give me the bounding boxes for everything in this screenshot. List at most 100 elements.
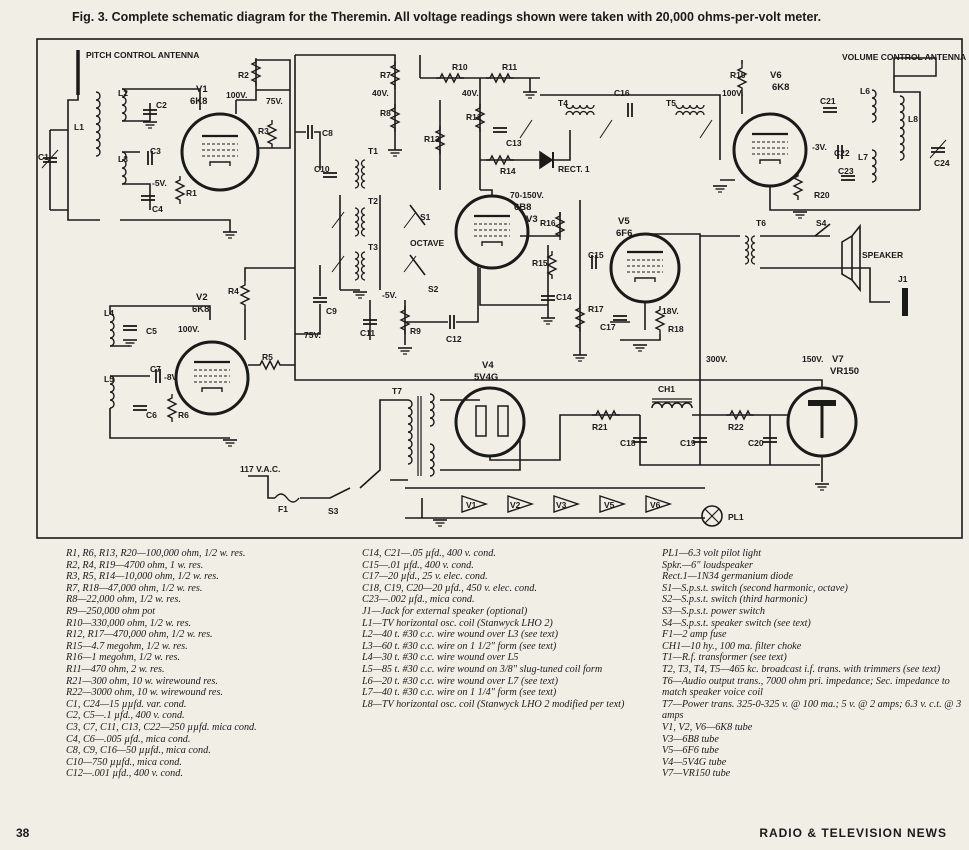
c16-label: C16 — [614, 88, 630, 98]
t3-label: T3 — [368, 242, 378, 252]
c8-label: C8 — [322, 128, 333, 138]
r3-label: R3 — [258, 126, 269, 136]
parts-list-item: C8, C9, C16—50 µµfd., mica cond. — [66, 745, 211, 757]
vac-label: 117 V.A.C. — [240, 464, 280, 474]
fuse-f1 — [274, 493, 300, 503]
parts-list-item: R22—3000 ohm, 10 w. wirewound res. — [66, 687, 223, 699]
v2-name: V2 — [196, 292, 208, 303]
parts-list-item: L7—40 t. #30 c.c. wire on 1 1/4" form (s… — [362, 687, 557, 699]
c10-label: C10 — [314, 164, 330, 174]
parts-list-item: L2—40 t. #30 c.c. wire wound over L3 (se… — [362, 629, 558, 641]
s3-label: S3 — [328, 506, 339, 516]
v40b-label: 40V. — [462, 88, 479, 98]
l8-label: L8 — [908, 114, 918, 124]
v6-tube — [732, 112, 808, 188]
parts-list-item: T1—R.f. transformer (see text) — [662, 652, 787, 664]
l1-label: L1 — [74, 122, 84, 132]
l4-label: L4 — [104, 308, 114, 318]
parts-list-item: C15—.01 µfd., 400 v. cond. — [362, 559, 474, 571]
parts-list-item: T6—Audio output trans., 7000 ohm pri. im… — [662, 675, 950, 699]
pl1-label: PL1 — [728, 512, 744, 522]
c20-label: C20 — [748, 438, 764, 448]
parts-list-item: R1, R6, R13, R20—100,000 ohm, 1/2 w. res… — [66, 548, 246, 559]
r16-label: R16 — [540, 218, 556, 228]
n5b-label: -5V. — [382, 290, 397, 300]
parts-list-item: V1, V2, V6—6K8 tube — [662, 721, 753, 733]
parts-list-item: R7, R18—47,000 ohm, 1/2 w. res. — [66, 582, 203, 594]
c22-label: C22 — [834, 148, 850, 158]
c13-label: C13 — [506, 138, 522, 148]
heater-v2: V2 — [510, 500, 521, 510]
parts-list-item: R11—470 ohm, 2 w. res. — [66, 663, 165, 675]
r19-label: R19 — [730, 70, 746, 80]
v3-name: V3 — [526, 214, 538, 225]
c5-label: C5 — [146, 326, 157, 336]
v5-tube — [609, 232, 681, 304]
v100c-label: 100V. — [722, 88, 743, 98]
c7-label: C7 — [150, 364, 161, 374]
c12-label: C12 — [446, 334, 462, 344]
r22-label: R22 — [728, 422, 744, 432]
v40a-label: 40V. — [372, 88, 389, 98]
c6-label: C6 — [146, 410, 157, 420]
parts-list-item: R12, R17—470,000 ohm, 1/2 w. res. — [66, 629, 213, 641]
l6-label: L6 — [860, 86, 870, 96]
r14-label: R14 — [500, 166, 516, 176]
n8-label: -8V. — [164, 372, 179, 382]
parts-list-item: C4, C6—.005 µfd., mica cond. — [66, 733, 191, 745]
parts-list-item: R2, R4, R19—4700 ohm, 1 w. res. — [66, 559, 204, 571]
v3-type: 6B8 — [514, 202, 531, 213]
n3-label: -3V. — [812, 142, 827, 152]
r8-label: R8 — [380, 108, 391, 118]
parts-list-item: L6—20 t. #30 c.c. wire wound over L7 (se… — [362, 675, 558, 687]
parts-list-item: L4—30 t. #30 c.c. wire wound over L5 — [362, 652, 519, 664]
c11-label: C11 — [360, 328, 375, 338]
parts-list-item: PL1—6.3 volt pilot light — [662, 548, 762, 559]
v7-name: V7 — [832, 354, 844, 365]
c24-label: C24 — [934, 158, 950, 168]
n5a-label: -5V. — [152, 178, 167, 188]
parts-list-item: S1—S.p.s.t. switch (second harmonic, oct… — [662, 582, 848, 594]
ch1-label: CH1 — [658, 384, 675, 394]
parts-list-item: L5—85 t. #30 c.c. wire wound on 3/8" slu… — [362, 663, 603, 675]
v3-voltage: 70-150V. — [510, 190, 544, 200]
parts-list-item: Rect.1—1N34 germanium diode — [662, 571, 794, 583]
speaker-symbol — [841, 234, 853, 282]
v1-tube — [180, 112, 260, 192]
r11-label: R11 — [502, 62, 517, 72]
c18-label: C18 — [620, 438, 636, 448]
s1-label: S1 — [420, 212, 431, 222]
volume-antenna — [893, 57, 937, 77]
parts-list-item: L3—60 t. #30 c.c. wire on 1 1/2" form (s… — [362, 640, 557, 652]
v2-tube — [174, 340, 250, 416]
r13-label: R13 — [424, 134, 440, 144]
parts-list-item: V4—5V4G tube — [662, 756, 727, 768]
v2-type: 6K8 — [192, 304, 209, 315]
parts-list-item: L8—TV horizontal osc. coil (Stanwyck LHO… — [362, 698, 625, 710]
heater-v5: V5 — [604, 500, 615, 510]
t4-label: T4 — [558, 98, 568, 108]
parts-list-column-1: R1, R6, R13, R20—100,000 ohm, 1/2 w. res… — [66, 548, 358, 780]
v5-name: V5 — [618, 216, 630, 227]
parts-list-item: C17—20 µfd., 25 v. elec. cond. — [362, 571, 488, 583]
v18-label: 18V. — [662, 306, 679, 316]
parts-list-column-2: C14, C21—.05 µfd., 400 v. cond.C15—.01 µ… — [362, 548, 662, 710]
octave-label: OCTAVE — [410, 238, 444, 248]
j1-label: J1 — [898, 274, 908, 284]
r12-label: R12 — [466, 112, 482, 122]
f1-label: F1 — [278, 504, 288, 514]
r15-label: R15 — [532, 258, 548, 268]
r10-label: R10 — [452, 62, 468, 72]
v4-type: 5V4G — [474, 372, 498, 383]
heater-v6: V6 — [650, 500, 661, 510]
v6-type: 6K8 — [772, 82, 789, 93]
speaker-label: SPEAKER — [862, 250, 903, 260]
parts-list-item: L1—TV horizontal osc. coil (Stanwyck LHO… — [362, 617, 553, 629]
t5-label: T5 — [666, 98, 676, 108]
v100b-label: 100V. — [178, 324, 199, 334]
parts-list-item: F1—2 amp fuse — [662, 629, 727, 641]
s4-label: S4 — [816, 218, 827, 228]
r5-label: R5 — [262, 352, 273, 362]
t1-label: T1 — [368, 146, 378, 156]
